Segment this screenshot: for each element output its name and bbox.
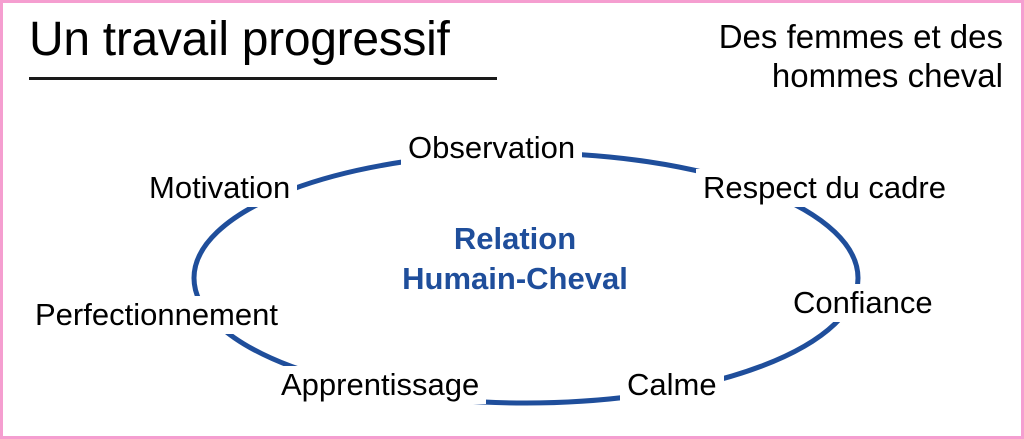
cycle-diagram: Relation Humain-Cheval Observation Respe… bbox=[3, 3, 1021, 436]
cycle-node-confiance[interactable]: Confiance bbox=[786, 284, 940, 322]
cycle-center-label: Relation Humain-Cheval bbox=[335, 219, 695, 299]
cycle-node-calme[interactable]: Calme bbox=[620, 366, 724, 404]
cycle-node-apprentissage[interactable]: Apprentissage bbox=[274, 366, 487, 404]
title-block: Un travail progressif bbox=[29, 11, 499, 80]
page-title: Un travail progressif bbox=[29, 13, 450, 66]
subtitle: Des femmes et des hommes cheval bbox=[623, 17, 1003, 95]
cycle-node-motivation[interactable]: Motivation bbox=[142, 169, 298, 207]
cycle-node-perfectionnement[interactable]: Perfectionnement bbox=[28, 296, 285, 334]
cycle-node-respect-du-cadre[interactable]: Respect du cadre bbox=[696, 169, 953, 207]
center-label-line-1: Relation bbox=[453, 221, 577, 256]
cycle-node-observation[interactable]: Observation bbox=[401, 129, 583, 167]
title-underline bbox=[29, 77, 497, 80]
subtitle-line-2: hommes cheval bbox=[771, 57, 1003, 94]
subtitle-line-1: Des femmes et des bbox=[718, 18, 1003, 55]
center-label-line-2: Humain-Cheval bbox=[402, 261, 628, 296]
